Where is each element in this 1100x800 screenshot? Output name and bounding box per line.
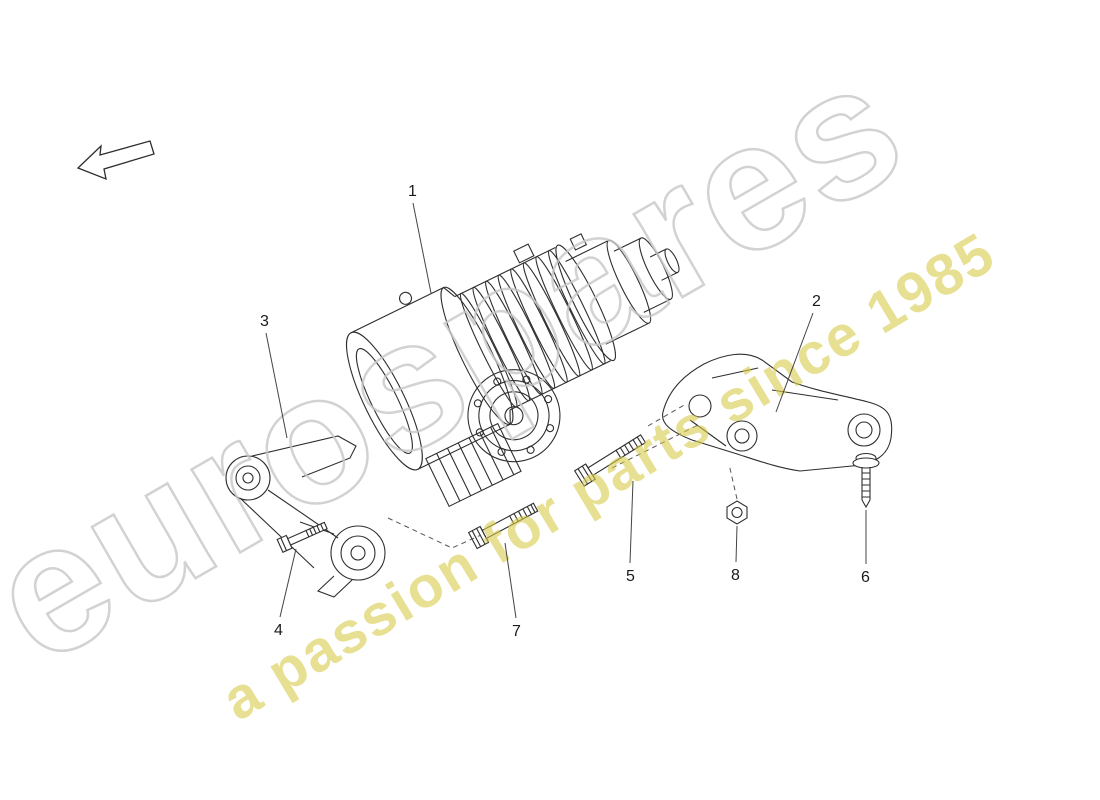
leader-line-7 [504, 542, 517, 619]
callout-7[interactable]: 7 [512, 623, 521, 640]
leader-line-4 [279, 548, 297, 618]
leader-line-2 [775, 312, 814, 413]
screw-6-drawing [852, 452, 880, 509]
orientation-arrow-icon [76, 140, 155, 181]
bolt-7-drawing [467, 502, 539, 550]
watermark: eurospares a passion for parts since 198… [0, 18, 1006, 733]
leader-line-8 [735, 525, 738, 563]
callout-1[interactable]: 1 [408, 183, 417, 200]
bolt-4-drawing [276, 521, 328, 554]
callout-5[interactable]: 5 [626, 568, 635, 585]
leader-line-1 [412, 202, 432, 294]
callout-8[interactable]: 8 [731, 567, 740, 584]
assembly-dashed-lines [387, 403, 738, 549]
callout-3[interactable]: 3 [260, 313, 269, 330]
callout-leader-lines [265, 202, 867, 619]
nut-8-drawing [726, 500, 748, 525]
bolt-5-drawing [573, 434, 647, 487]
leader-line-3 [265, 332, 288, 439]
callout-labels: 1 2 3 4 5 6 7 8 [260, 183, 870, 640]
callout-4[interactable]: 4 [274, 622, 283, 639]
callout-2[interactable]: 2 [812, 293, 821, 310]
bracket-left-drawing [225, 435, 386, 598]
differential-drawing [345, 233, 680, 508]
leader-line-5 [629, 480, 634, 564]
callout-6[interactable]: 6 [861, 569, 870, 586]
bracket-right-drawing [662, 353, 893, 472]
